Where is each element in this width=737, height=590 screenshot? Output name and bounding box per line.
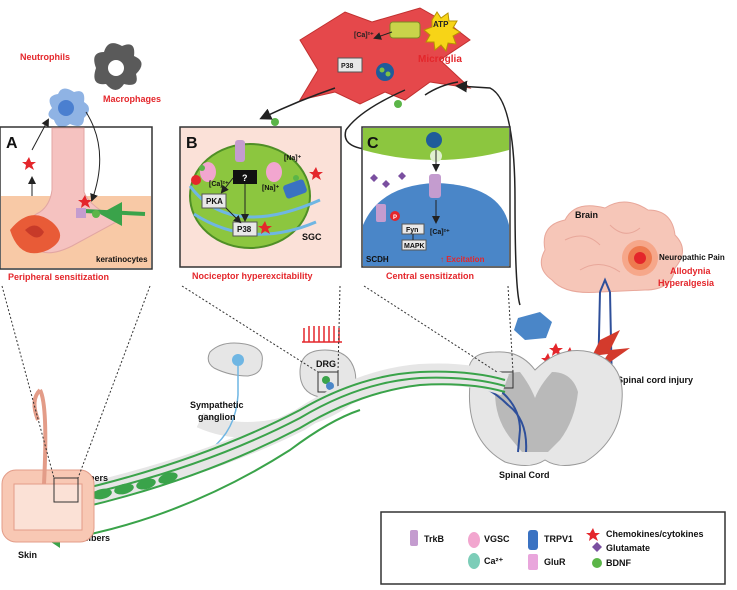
macrophages-label: Macrophages bbox=[103, 94, 161, 104]
bdnf-dot bbox=[271, 118, 279, 126]
hyperalgesia-label: Hyperalgesia bbox=[658, 278, 715, 288]
legend-ca: Ca²⁺ bbox=[484, 556, 504, 566]
injury-to-microglia-arrow bbox=[455, 80, 521, 306]
panel-b-ca: [Ca]²⁺ bbox=[209, 181, 229, 188]
panel-c-mapk: MAPK bbox=[404, 243, 425, 250]
trpv1-icon bbox=[528, 530, 538, 550]
panel-b-sgc: SGC bbox=[302, 232, 322, 242]
panel-b-na-mid: [Na]⁺ bbox=[262, 185, 280, 192]
panel-b-question: ? bbox=[242, 173, 248, 183]
legend-vgsc: VGSC bbox=[484, 534, 510, 544]
sympathetic-line2: ganglion bbox=[198, 412, 236, 422]
legend bbox=[380, 511, 726, 585]
activated-microglia bbox=[514, 312, 552, 340]
microglia-p38-label: P38 bbox=[341, 63, 354, 70]
legend-chemokines: Chemokines/cytokines bbox=[606, 529, 704, 539]
panel-c-caption: Central sensitization bbox=[386, 271, 474, 281]
panel-a bbox=[0, 111, 153, 270]
c-fibers-label: C-fibers bbox=[76, 533, 110, 543]
panel-b-caption: Nociceptor hyperexcitability bbox=[192, 271, 313, 281]
neutrophil-cell bbox=[48, 88, 89, 128]
panel-b-na-top: [Na]⁺ bbox=[284, 155, 302, 162]
bdnf-dot-icon bbox=[592, 558, 602, 568]
glur-icon bbox=[528, 554, 538, 570]
panel-c-letter: C bbox=[367, 135, 379, 152]
legend-trpv1: TRPV1 bbox=[544, 534, 573, 544]
drg-label: DRG bbox=[316, 359, 336, 369]
atp-burst bbox=[423, 11, 462, 53]
brain bbox=[499, 201, 683, 437]
panel-b bbox=[179, 126, 342, 268]
panel-c-scdh: SCDH bbox=[366, 255, 389, 264]
glutamate-diamond-icon bbox=[592, 542, 602, 552]
microglia-label: Microglia bbox=[418, 54, 462, 65]
allodynia-label: Allodynia bbox=[670, 266, 711, 276]
lightning-icon bbox=[592, 330, 630, 372]
neuropathic-pain-label: Neuropathic Pain bbox=[659, 253, 725, 262]
legend-glur: GluR bbox=[544, 557, 566, 567]
skin-label: Skin bbox=[18, 550, 37, 560]
chemokine-star-icon bbox=[586, 528, 600, 541]
macrophage-cell bbox=[94, 43, 142, 90]
panel-a-caption: Peripheral sensitization bbox=[8, 272, 109, 282]
legend-bdnf: BDNF bbox=[606, 558, 631, 568]
panel-b-letter: B bbox=[186, 135, 198, 152]
zoom-lines bbox=[1, 285, 514, 479]
legend-trkb: TrkB bbox=[424, 534, 445, 544]
atp-label: ATP bbox=[433, 20, 449, 29]
panel-b-p38: P38 bbox=[237, 225, 252, 234]
vgsc-icon bbox=[468, 532, 480, 548]
microglia-to-b-arrow bbox=[259, 87, 336, 120]
skin bbox=[1, 388, 95, 543]
neutrophils-label: Neutrophils bbox=[20, 52, 70, 62]
panel-c-p: P bbox=[393, 215, 397, 221]
trkb-icon bbox=[410, 530, 418, 546]
legend-glutamate: Glutamate bbox=[606, 543, 650, 553]
brain-label: Brain bbox=[575, 210, 598, 220]
panel-b-pka: PKA bbox=[206, 197, 223, 206]
sympathetic-line1: Sympathetic bbox=[190, 400, 244, 410]
keratinocytes-label: keratinocytes bbox=[96, 255, 148, 264]
bdnf-dot bbox=[394, 100, 402, 108]
panel-c-excitation: ↑ Excitation bbox=[440, 255, 485, 264]
panel-c-fyn: Fyn bbox=[406, 227, 418, 234]
panel-a-letter: A bbox=[6, 135, 18, 152]
microglia-ca-label: [Ca]²⁺ bbox=[354, 32, 374, 39]
spinal-cord-label: Spinal Cord bbox=[499, 470, 550, 480]
cytokine-star bbox=[549, 343, 563, 356]
spinal-cord-injury-label: Spinal cord injury bbox=[617, 375, 693, 385]
panel-c bbox=[361, 126, 511, 268]
panel-c-ca: [Ca]²⁺ bbox=[430, 229, 450, 236]
ca-channel-icon bbox=[468, 553, 480, 569]
